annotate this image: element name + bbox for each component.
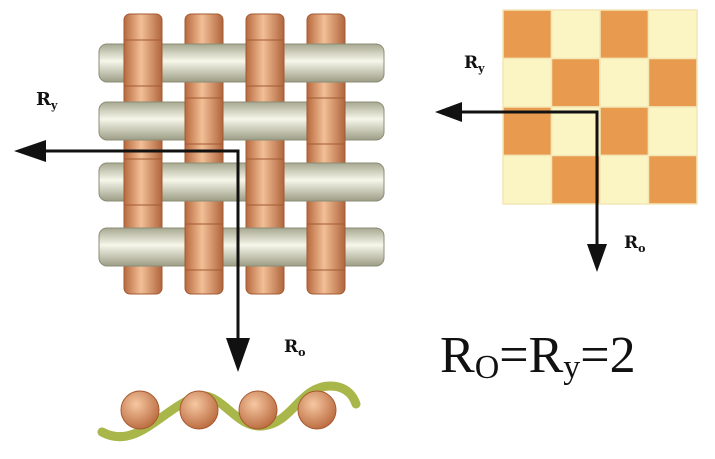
grid-cell <box>647 106 698 157</box>
warp-over-weft <box>245 158 285 206</box>
warp-over-weft <box>306 223 346 271</box>
weave-ry-label: Ry <box>36 89 58 112</box>
weave-repeat-arrows <box>14 140 250 372</box>
weave-pattern-grid <box>502 9 698 205</box>
warp-over-weft <box>123 39 163 87</box>
grid-cell <box>550 57 601 108</box>
warp-over-weft <box>306 97 346 145</box>
warp-section-3 <box>238 390 278 430</box>
warp-section-1 <box>120 390 160 430</box>
grid-cell <box>550 154 601 205</box>
grid-cell <box>599 57 650 108</box>
warp-over-weft <box>123 158 163 206</box>
weft-threads <box>98 39 385 271</box>
grid-cell <box>647 154 698 205</box>
weft-thread <box>98 43 385 83</box>
grid-cell <box>647 9 698 60</box>
warp-over-weft <box>184 97 224 145</box>
repeat-equation: RO=Ry=2 <box>440 327 636 386</box>
grid-cell <box>647 57 698 108</box>
warp-section-2 <box>179 390 219 430</box>
grid-arrow-path <box>450 110 599 262</box>
grid-ry-label: Ry <box>464 53 485 75</box>
grid-ro-label: Ro <box>624 233 645 255</box>
grid-repeat-arrows <box>435 102 607 272</box>
grid-cell <box>599 106 650 157</box>
grid-cell <box>599 154 650 205</box>
cross-section <box>97 381 361 442</box>
grid-cell <box>502 57 553 108</box>
weave-ro-label: Ro <box>284 337 305 359</box>
warp-over-weft <box>245 39 285 87</box>
grid-arrow-head-down <box>587 244 607 272</box>
grid-cell <box>599 9 650 60</box>
grid-cell <box>502 154 553 205</box>
weave-arrow-head-left <box>14 140 46 162</box>
woven-fabric <box>98 13 385 295</box>
grid-cell <box>550 106 601 157</box>
grid-arrow-head-left <box>435 102 462 122</box>
warp-section-4 <box>297 390 337 430</box>
weave-arrow-head-down <box>226 338 250 372</box>
weave-arrow-path <box>32 149 240 360</box>
grid-cell <box>550 9 601 60</box>
warp-over-weft <box>184 223 224 271</box>
grid-cell <box>502 9 553 60</box>
grid-cell <box>502 106 553 157</box>
weft-thread <box>98 162 385 202</box>
